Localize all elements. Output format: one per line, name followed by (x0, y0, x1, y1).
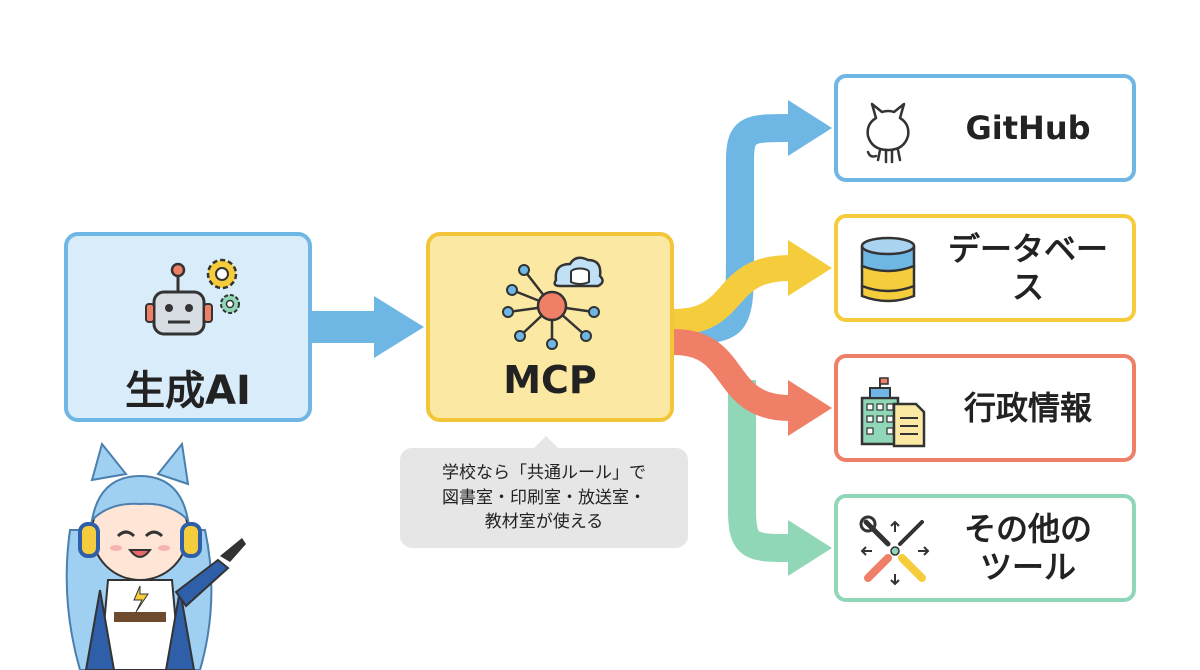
robot-with-gears-icon (145, 258, 240, 336)
government-info-label: 行政情報 (963, 388, 1092, 427)
database-label: データベース (947, 229, 1108, 306)
school-analogy-callout: 学校なら「共通ルール」で 図書室・印刷室・放送室・ 教材室が使える (400, 436, 688, 548)
tools-icon (859, 515, 930, 586)
github-label: GitHub (965, 108, 1091, 147)
arrow-to-database (673, 240, 832, 335)
callout-text: 学校なら「共通ルール」で 図書室・印刷室・放送室・ 教材室が使える (432, 461, 656, 535)
other-tools-target: その他の ツール (834, 494, 1136, 602)
cat-eared-anime-girl-mascot (65, 441, 246, 670)
database-target: データベース (834, 214, 1136, 322)
callout-line-2: 図書室・印刷室・放送室・ (442, 487, 646, 508)
government-building-document-icon (860, 377, 926, 448)
callout-line-3: 教材室が使える (484, 512, 604, 533)
generative-ai-node: 生成AI (64, 232, 312, 422)
database-stack-icon (860, 236, 916, 303)
mcp-label: MCP (503, 358, 597, 402)
other-tools-label-line-1: その他の (963, 509, 1092, 548)
arrow-to-github (673, 100, 832, 344)
github-octocat-icon (866, 102, 910, 164)
government-info-target: 行政情報 (834, 354, 1136, 462)
arrow-ai-to-mcp (312, 296, 424, 358)
other-tools-label-line-2: ツール (979, 548, 1076, 586)
callout-line-1: 学校なら「共通ルール」で (442, 463, 646, 484)
arrow-to-government (673, 329, 832, 436)
mcp-node: MCP (426, 232, 674, 422)
other-tools-label: その他の ツール (934, 498, 1122, 598)
network-hub-cloud-database-icon (502, 256, 604, 350)
arrow-to-other-tools (728, 380, 832, 576)
generative-ai-label: 生成AI (125, 368, 251, 414)
github-target: GitHub (834, 74, 1136, 182)
